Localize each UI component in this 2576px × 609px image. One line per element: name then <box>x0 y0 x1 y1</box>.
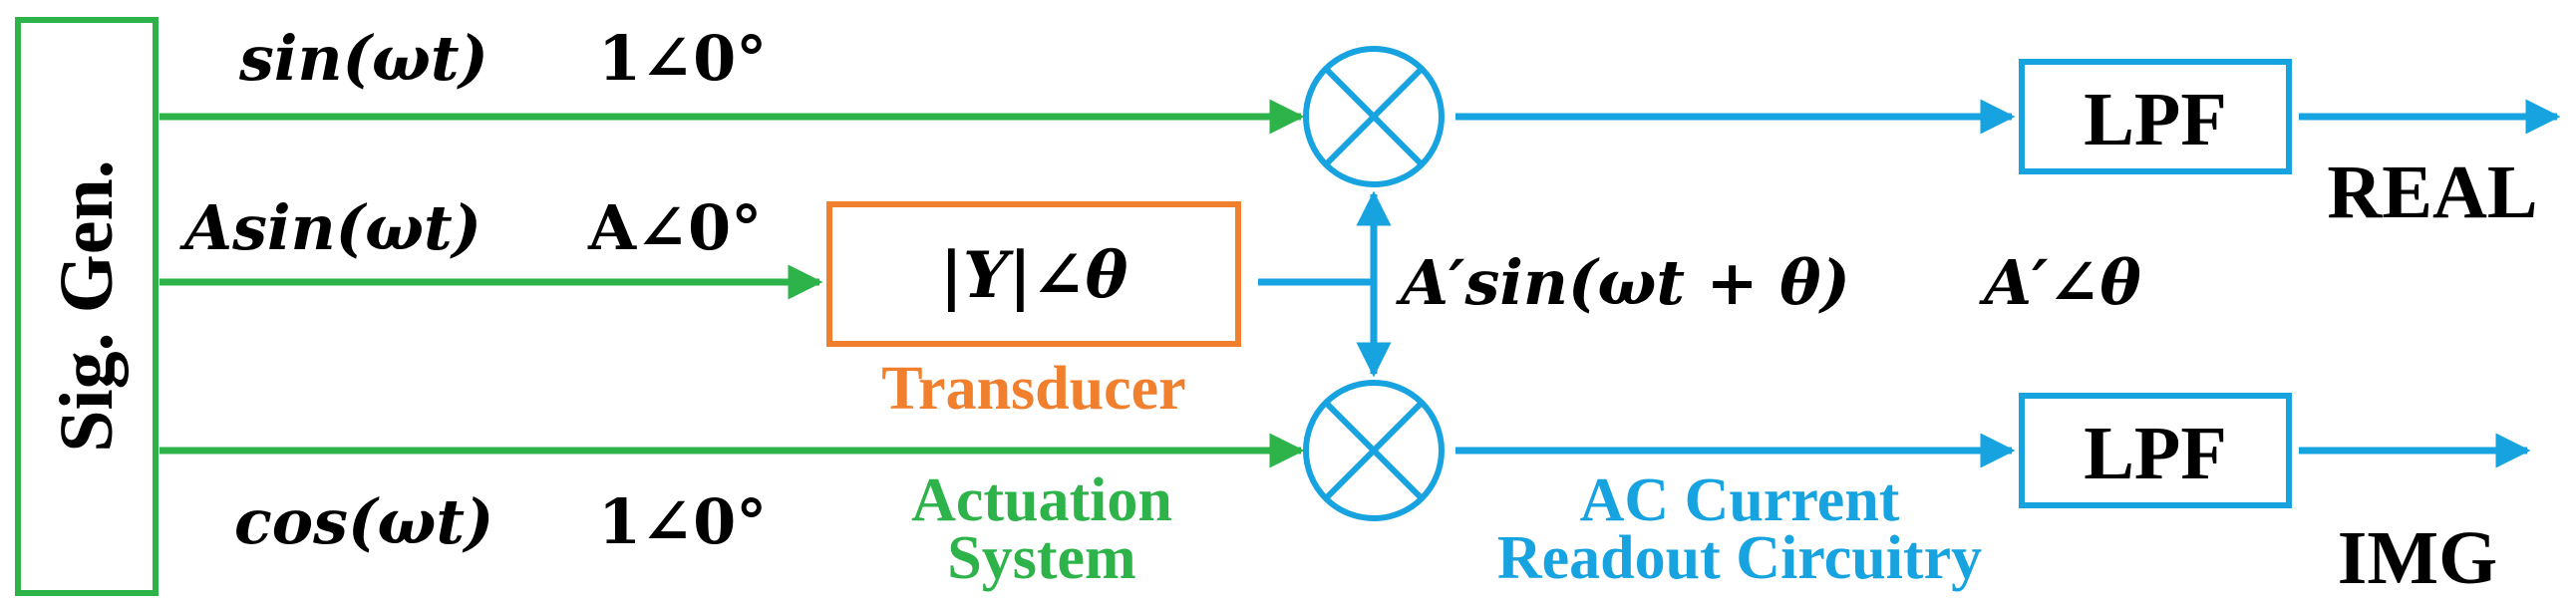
actuation-caption-line2: System <box>947 524 1135 592</box>
real-output-label: REAL <box>2327 151 2537 234</box>
bottom-lpf-box <box>2019 393 2292 508</box>
top-lpf-label: LPF <box>2084 78 2227 161</box>
img-output-label: IMG <box>2338 516 2497 600</box>
bottom-mixer <box>1303 380 1445 521</box>
readout-caption-line1: AC Current <box>1580 466 1900 534</box>
transducer-block: |Y|∠θ Transducer <box>826 201 1241 423</box>
signal-generator-block: Sig. Gen. <box>15 17 159 596</box>
transducer-admittance-label: |Y|∠θ <box>940 238 1128 313</box>
excitation-time-label: Asin(ωt) <box>179 191 482 264</box>
transducer-box <box>826 201 1241 347</box>
response-phasor-label: A′∠θ <box>1979 246 2141 319</box>
bottom-lpf-label: LPF <box>2084 412 2227 495</box>
cos-phasor-label: 1∠0° <box>598 485 767 558</box>
excitation-phasor-label: A∠0° <box>587 191 762 264</box>
sin-time-label: sin(ωt) <box>238 22 488 95</box>
multiply-circle-icon <box>1323 400 1425 501</box>
signal-generator-box <box>15 17 159 596</box>
cos-time-label: cos(ωt) <box>234 485 493 558</box>
response-time-label: A′sin(ωt + θ) <box>1396 246 1850 319</box>
top-lpf-block: LPF <box>2019 59 2292 174</box>
sin-phasor-label: 1∠0° <box>598 22 767 95</box>
readout-caption-line2: Readout Circuitry <box>1497 524 1982 592</box>
signal-generator-label: Sig. Gen. <box>45 159 129 453</box>
bottom-lpf-block: LPF <box>2019 393 2292 508</box>
transducer-caption: Transducer <box>881 355 1185 423</box>
multiply-circle-icon <box>1323 66 1425 167</box>
actuation-caption-line1: Actuation <box>911 466 1172 534</box>
top-lpf-box <box>2019 59 2292 174</box>
top-mixer <box>1303 46 1445 187</box>
